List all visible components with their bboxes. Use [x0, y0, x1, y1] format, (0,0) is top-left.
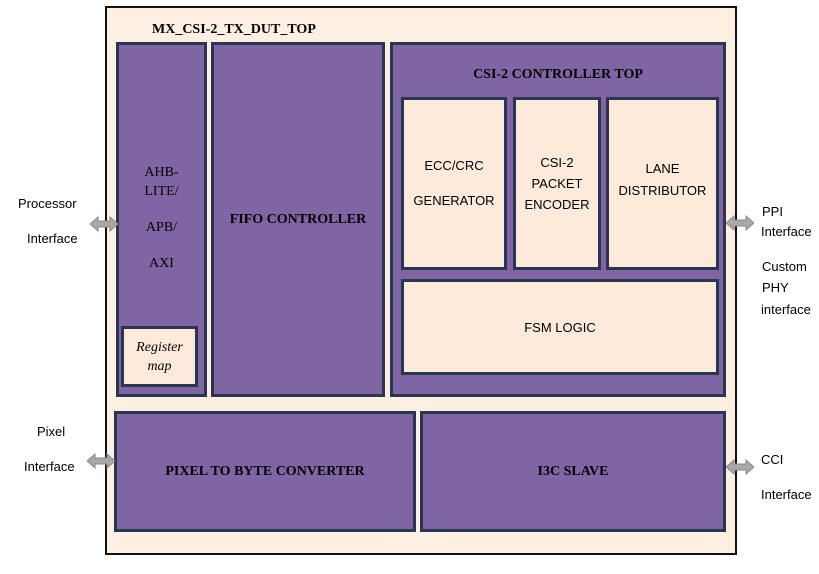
fsm-logic-block: FSM LOGIC — [401, 279, 719, 375]
cci-interface-label-2: Interface — [761, 487, 812, 502]
ppi-interface-label-2: Interface — [761, 224, 812, 239]
custom-phy-interface-label-2: PHY — [762, 280, 789, 295]
bus-line-3: APB/ — [145, 220, 178, 235]
register-map-label: Register map — [136, 338, 183, 376]
bus-line-1: AHB- — [144, 165, 179, 180]
packet-line-1: CSI-2 — [540, 155, 574, 170]
double-headed-arrow-icon — [87, 453, 115, 469]
csi2-packet-encoder-label: CSI-2 PACKET ENCODER — [524, 152, 589, 215]
double-headed-arrow-icon — [726, 459, 754, 475]
register-map-block: Register map — [121, 326, 198, 387]
lane-line-1: LANE — [645, 161, 680, 176]
packet-line-2: PACKET — [531, 176, 583, 191]
i3c-slave-label: I3C SLAVE — [537, 463, 609, 479]
cci-interface-label-1: CCI — [761, 452, 784, 467]
pixel-interface-label-2: Interface — [24, 459, 75, 474]
double-headed-arrow-icon — [90, 216, 118, 232]
register-line-2: map — [147, 358, 172, 374]
fifo-controller-block: FIFO CONTROLLER — [211, 42, 385, 397]
ppi-interface-label-1: PPI — [762, 204, 783, 219]
bus-interface-label: AHB- LITE/ APB/ AXI — [144, 163, 178, 273]
lane-line-2: DISTRIBUTOR — [618, 183, 707, 198]
bus-line-4: AXI — [149, 256, 174, 271]
pixel-to-byte-converter-block: PIXEL TO BYTE CONVERTER — [114, 411, 416, 532]
register-line-1: Register — [136, 339, 183, 355]
ecc-crc-generator-block: ECC/CRC GENERATOR — [401, 97, 507, 270]
pixel-interface-label-1: Pixel — [37, 424, 66, 439]
double-headed-arrow-icon — [726, 215, 754, 231]
fifo-controller-label: FIFO CONTROLLER — [229, 211, 367, 227]
processor-interface-label-1: Processor — [18, 196, 77, 211]
bus-line-2: LITE/ — [144, 184, 179, 199]
custom-phy-interface-label-1: Custom — [762, 259, 807, 274]
ecc-crc-generator-label: ECC/CRC GENERATOR — [413, 157, 494, 210]
ecc-line-1: ECC/CRC — [424, 158, 484, 173]
processor-interface-label-2: Interface — [27, 231, 78, 246]
i3c-slave-block: I3C SLAVE — [420, 411, 726, 532]
fsm-logic-label: FSM LOGIC — [524, 319, 596, 335]
packet-line-3: ENCODER — [524, 197, 590, 212]
ecc-line-2: GENERATOR — [413, 193, 495, 208]
lane-distributor-block: LANE DISTRIBUTOR — [606, 97, 719, 270]
lane-distributor-label: LANE DISTRIBUTOR — [619, 158, 707, 202]
pixel-to-byte-converter-label: PIXEL TO BYTE CONVERTER — [165, 463, 365, 479]
custom-phy-interface-label-3: interface — [761, 302, 811, 317]
csi2-packet-encoder-block: CSI-2 PACKET ENCODER — [513, 97, 601, 270]
dut-top-title: MX_CSI-2_TX_DUT_TOP — [152, 22, 316, 37]
csi2-controller-top-title: CSI-2 CONTROLLER TOP — [473, 67, 643, 82]
